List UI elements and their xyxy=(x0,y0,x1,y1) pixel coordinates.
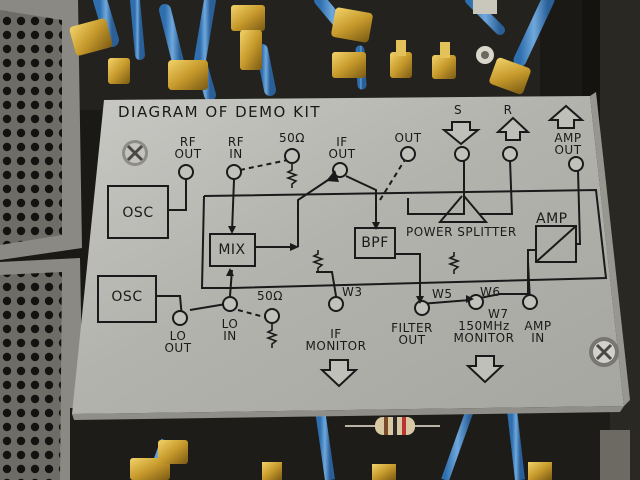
label-w5: W5 xyxy=(432,287,453,301)
sma-connectors-top xyxy=(69,0,531,95)
label-out: OUT xyxy=(394,131,422,145)
arrow-up-icon xyxy=(547,104,585,129)
resistor-symbols xyxy=(265,164,461,348)
screw-bottom-right-icon xyxy=(589,337,619,367)
label-amp: AMP xyxy=(536,211,568,227)
label-amp-in: AMP IN xyxy=(524,319,552,345)
dashed-links xyxy=(237,157,407,319)
label-50ohm-top: 50Ω xyxy=(279,131,305,145)
label-bpf: BPF xyxy=(361,235,389,251)
screw-top-left-icon xyxy=(122,140,148,166)
aluminium-plate xyxy=(72,96,624,414)
arrow-down-icon xyxy=(319,359,359,388)
label-rf-in: RF IN xyxy=(227,135,245,161)
label-lo-in: LO IN xyxy=(221,317,239,343)
block-diagram-wiring xyxy=(97,159,608,323)
label-mix: MIX xyxy=(218,242,246,258)
label-s: S xyxy=(453,103,463,117)
arrow-down-icon xyxy=(441,121,481,146)
label-150mhz-monitor: 150MHz MONITOR xyxy=(453,319,515,345)
label-osc-top: OSC xyxy=(122,205,154,221)
perforated-enclosure-top xyxy=(0,0,82,260)
arrow-down-icon xyxy=(465,355,505,384)
label-r: R xyxy=(503,103,513,117)
label-lo-out: LO OUT xyxy=(164,329,192,355)
panel-title: DIAGRAM OF DEMO KIT xyxy=(118,103,322,121)
label-osc-bottom: OSC xyxy=(111,289,143,305)
outline-arrows xyxy=(319,104,585,388)
label-w3: W3 xyxy=(342,285,363,299)
perforated-enclosure-bottom xyxy=(0,258,84,480)
label-if-monitor: IF MONITOR xyxy=(305,327,367,353)
label-w7: W7 xyxy=(488,307,509,321)
label-w6: W6 xyxy=(480,285,501,299)
bottom-hardware xyxy=(70,408,630,480)
label-if-out: IF OUT xyxy=(328,135,356,161)
connector-nodes xyxy=(172,146,584,326)
label-rf-out: RF OUT xyxy=(174,135,202,161)
label-filter-out: FILTER OUT xyxy=(391,321,433,347)
label-power-splitter: POWER SPLITTER xyxy=(406,225,517,239)
label-50ohm-bottom: 50Ω xyxy=(257,289,283,303)
arrow-markers xyxy=(226,170,474,304)
arrow-up-icon xyxy=(495,116,531,141)
label-amp-out: AMP OUT xyxy=(554,131,582,157)
